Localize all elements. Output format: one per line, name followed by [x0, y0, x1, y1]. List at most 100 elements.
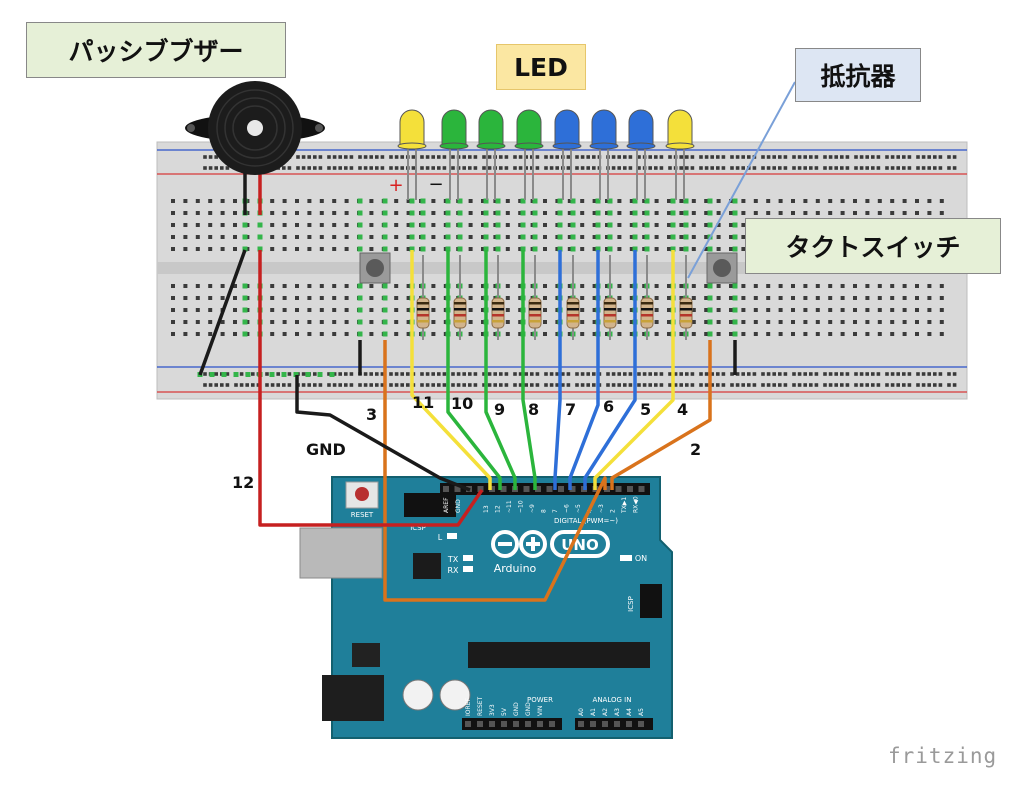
tx-label: TX	[447, 555, 459, 564]
wire-orange-2	[610, 340, 712, 490]
resistor	[528, 255, 542, 340]
wire-number: 12	[232, 473, 255, 492]
wire-blue-7	[553, 250, 562, 490]
pin-label: A0	[578, 708, 585, 716]
wire-yellow-4	[593, 250, 675, 490]
digital-header	[440, 483, 650, 495]
pin-label: IOREF	[465, 698, 472, 716]
pin-label: 5V	[501, 707, 508, 716]
digital-label: DIGITAL (PWM=~)	[554, 517, 618, 525]
pin-label: RX◀0	[633, 496, 640, 513]
power-analog-headers	[462, 718, 653, 730]
pin-label: GND	[455, 499, 462, 513]
pin-label: AREF	[443, 497, 450, 513]
analog-label: ANALOG IN	[593, 696, 632, 704]
pin-label: 13	[483, 505, 490, 513]
icsp-header-top	[404, 493, 456, 517]
wire-number: 10	[451, 394, 474, 413]
wire-green-9	[484, 250, 517, 490]
capacitor	[402, 679, 434, 711]
resistor	[640, 255, 654, 340]
wire-yellow-11	[410, 250, 492, 490]
pin-label: ~5	[575, 504, 582, 513]
resistors	[416, 255, 693, 340]
usb-connector	[299, 527, 383, 579]
led	[626, 109, 656, 200]
led	[552, 109, 582, 200]
brand-name: Arduino	[494, 562, 537, 575]
wire-number: 7	[565, 400, 577, 419]
wire-blue-6	[568, 250, 600, 490]
pin-label: 3V3	[489, 704, 496, 716]
wire-green-8	[521, 250, 537, 490]
model-name: UNO	[561, 536, 599, 554]
pin-label: ~6	[564, 504, 571, 513]
led-label: LED	[496, 44, 586, 90]
gnd-label: GND	[306, 440, 346, 459]
pin-label: A5	[638, 708, 645, 716]
resistor	[491, 255, 505, 340]
wire-orange-3	[383, 340, 607, 602]
pin-label: A3	[614, 708, 621, 716]
switch-label: タクトスイッチ	[745, 218, 1001, 274]
wire-green-10	[446, 250, 502, 490]
buzzer-label: パッシブブザー	[26, 22, 286, 78]
icsp-header-right	[640, 584, 662, 618]
pin-label: A4	[626, 708, 633, 716]
resistor	[416, 255, 430, 340]
led	[514, 109, 544, 200]
wire-number: 5	[640, 400, 652, 419]
led	[476, 109, 506, 200]
resistor-label: 抵抗器	[795, 48, 921, 102]
icsp-label: ICSP	[410, 524, 426, 532]
power-label: POWER	[527, 696, 553, 704]
pin-label: GND	[525, 702, 532, 716]
pin-label: 12	[495, 505, 502, 513]
fritzing-watermark: fritzing	[888, 744, 998, 768]
leds	[397, 109, 695, 200]
on-label: ON	[635, 554, 647, 563]
rx-label: RX	[447, 566, 459, 575]
pin-label: TX▶1	[621, 497, 628, 514]
regulator	[352, 643, 380, 667]
wire-red-12	[258, 250, 484, 527]
resistor	[603, 255, 617, 340]
wire-number: 4	[677, 400, 689, 419]
resistor	[566, 255, 580, 340]
callout-pointer	[687, 81, 796, 279]
power-jack	[322, 675, 384, 721]
minus-sign: −	[428, 174, 443, 195]
pin-label: ~10	[518, 500, 525, 513]
arduino-uno-board: RESET Arduino UNO DIGITAL (PWM=~) POWER …	[299, 476, 673, 739]
wire-black-gnd	[295, 375, 471, 492]
small-chip	[413, 553, 441, 579]
plus-sign: +	[388, 175, 403, 196]
reset-label: RESET	[351, 511, 374, 519]
wires	[198, 172, 737, 602]
tact-switch-left	[359, 252, 391, 284]
led	[589, 109, 619, 200]
wire-blue-5	[583, 250, 637, 490]
wire-number: 6	[603, 397, 615, 416]
wire-number: 11	[412, 393, 435, 412]
pin-label: ~9	[529, 504, 536, 513]
tact-switch-right	[706, 252, 738, 284]
pin-label: 8	[541, 509, 548, 513]
wire-number: 9	[494, 400, 506, 419]
wire-black-buzzer	[198, 249, 247, 376]
icsp-label-right: ICSP	[627, 596, 635, 612]
led	[439, 109, 469, 200]
wire-number: 3	[366, 405, 378, 424]
pin-label: A1	[590, 708, 597, 716]
pin-label: VIN	[537, 706, 544, 716]
resistor	[453, 255, 467, 340]
wire-number: 8	[528, 400, 540, 419]
pin-label: A2	[602, 708, 609, 716]
wire-number: 2	[690, 440, 702, 459]
pin-label: GND	[513, 702, 520, 716]
l-label: L	[438, 533, 443, 542]
resistor	[679, 255, 693, 340]
capacitor	[439, 679, 471, 711]
